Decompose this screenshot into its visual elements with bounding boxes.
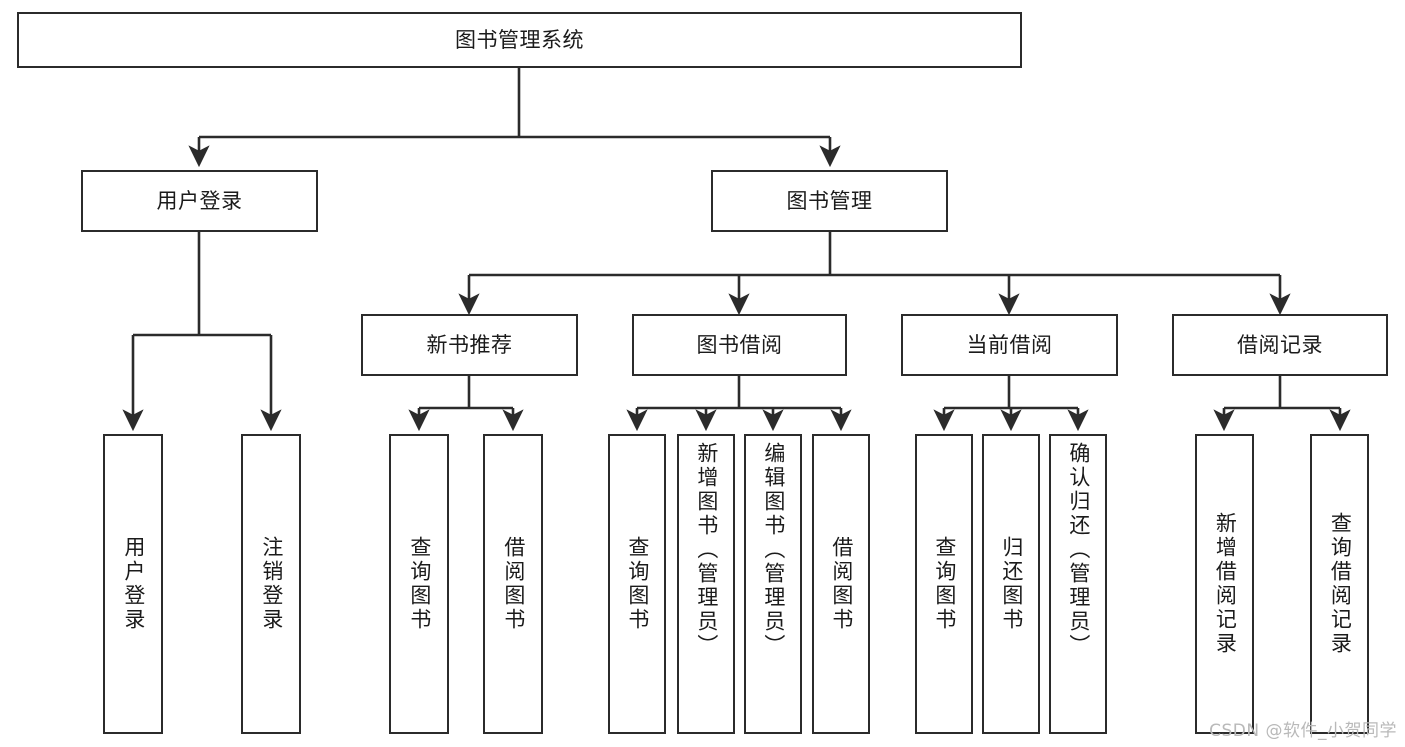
node-user-login[interactable]: 用户登录: [81, 170, 318, 232]
node-leaf-return-book[interactable]: 归还图书: [982, 434, 1040, 734]
node-leaf-logout-label: 注销登录: [259, 536, 284, 632]
node-leaf-confirm-return[interactable]: 确认归还（管理员）: [1049, 434, 1107, 734]
node-leaf-return-book-label: 归还图书: [999, 536, 1024, 632]
node-leaf-borrow-book-2[interactable]: 借阅图书: [812, 434, 870, 734]
node-book-manage-label: 图书管理: [786, 188, 873, 213]
node-leaf-query-book-3[interactable]: 查询图书: [915, 434, 973, 734]
node-root-label: 图书管理系统: [455, 27, 584, 52]
node-leaf-edit-book[interactable]: 编辑图书（管理员）: [744, 434, 802, 734]
node-leaf-borrow-book-1-label: 借阅图书: [501, 536, 526, 632]
node-leaf-query-book-1[interactable]: 查询图书: [389, 434, 449, 734]
node-borrow-record-label: 借阅记录: [1237, 332, 1323, 357]
node-current-borrow[interactable]: 当前借阅: [901, 314, 1118, 376]
watermark-text: CSDN @软件_小贺同学: [1209, 721, 1397, 741]
node-leaf-query-book-2-label: 查询图书: [625, 536, 650, 632]
node-leaf-add-record[interactable]: 新增借阅记录: [1195, 434, 1254, 734]
node-book-borrow[interactable]: 图书借阅: [632, 314, 847, 376]
node-new-book-recommend-label: 新书推荐: [426, 332, 513, 357]
node-leaf-user-login-label: 用户登录: [121, 536, 146, 632]
node-leaf-borrow-book-1[interactable]: 借阅图书: [483, 434, 543, 734]
node-leaf-edit-book-label: 编辑图书（管理员）: [761, 442, 786, 658]
node-leaf-add-book[interactable]: 新增图书（管理员）: [677, 434, 735, 734]
node-leaf-query-record-label: 查询借阅记录: [1328, 512, 1353, 656]
node-leaf-query-book-3-label: 查询图书: [932, 536, 957, 632]
node-user-login-label: 用户登录: [156, 188, 243, 213]
node-leaf-query-book-1-label: 查询图书: [407, 536, 432, 632]
node-leaf-logout[interactable]: 注销登录: [241, 434, 301, 734]
node-borrow-record[interactable]: 借阅记录: [1172, 314, 1388, 376]
node-root[interactable]: 图书管理系统: [17, 12, 1022, 68]
node-current-borrow-label: 当前借阅: [966, 332, 1053, 357]
node-leaf-add-book-label: 新增图书（管理员）: [694, 442, 719, 658]
node-leaf-user-login[interactable]: 用户登录: [103, 434, 163, 734]
node-book-borrow-label: 图书借阅: [696, 332, 783, 357]
node-leaf-borrow-book-2-label: 借阅图书: [829, 536, 854, 632]
node-leaf-confirm-return-label: 确认归还（管理员）: [1066, 442, 1091, 658]
node-leaf-query-record[interactable]: 查询借阅记录: [1310, 434, 1369, 734]
node-leaf-query-book-2[interactable]: 查询图书: [608, 434, 666, 734]
node-new-book-recommend[interactable]: 新书推荐: [361, 314, 578, 376]
node-leaf-add-record-label: 新增借阅记录: [1213, 512, 1238, 656]
node-book-manage[interactable]: 图书管理: [711, 170, 948, 232]
